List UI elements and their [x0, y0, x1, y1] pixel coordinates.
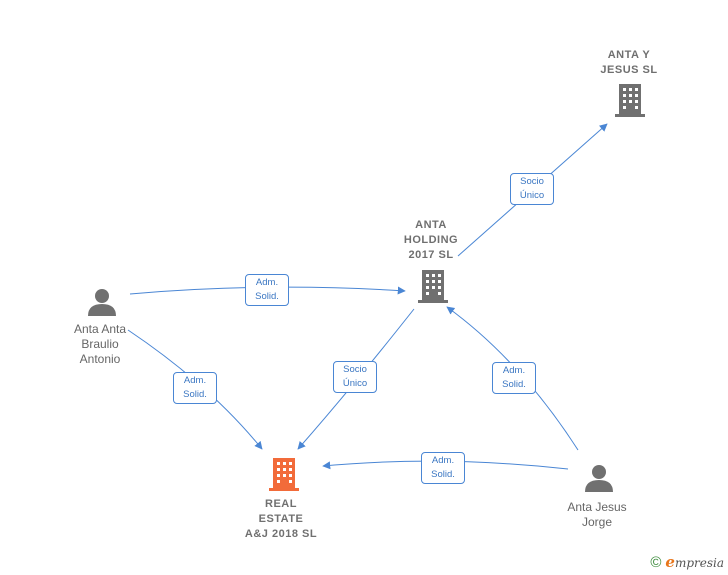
person-icon: [585, 465, 613, 492]
brand-logo: empresia: [665, 553, 724, 571]
company-label-anta-holding[interactable]: ANTA HOLDING 2017 SL: [403, 219, 459, 261]
relation-label: Socio Único: [510, 173, 554, 205]
person-label-anta-jesus-jorge[interactable]: Anta Jesus Jorge: [567, 500, 627, 529]
building-icon: [615, 84, 645, 117]
relation-label: Adm. Solid.: [245, 274, 289, 306]
relation-label: Adm. Solid.: [421, 452, 465, 484]
relation-label: Socio Único: [333, 361, 377, 393]
relation-label: Adm. Solid.: [173, 372, 217, 404]
copyright-icon: ©: [650, 553, 662, 571]
building-icon: [418, 270, 448, 303]
focus-building-icon: [269, 458, 299, 491]
company-label-real-estate[interactable]: REAL ESTATE A&J 2018 SL: [244, 498, 318, 540]
person-icon: [88, 289, 116, 316]
footer-brand: © empresia: [650, 553, 724, 571]
company-label-anta-y-jesus[interactable]: ANTA Y JESUS SL: [600, 49, 658, 76]
relation-label: Adm. Solid.: [492, 362, 536, 394]
person-label-anta-braulio[interactable]: Anta Anta Braulio Antonio: [73, 322, 127, 366]
